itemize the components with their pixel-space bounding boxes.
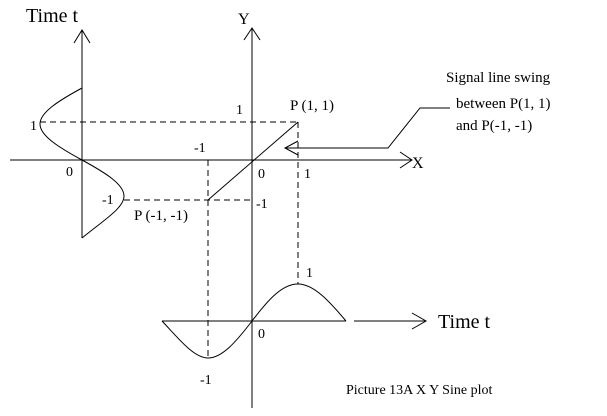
tick-left-one: 1 — [30, 119, 37, 134]
x-axis-arrowhead — [399, 151, 413, 169]
tick-x-neg-one: -1 — [194, 141, 206, 156]
bottom-time-axis-arrowhead — [411, 312, 428, 330]
left-time-axis-arrowhead — [73, 29, 91, 44]
tick-y-one: 1 — [236, 103, 243, 118]
left-sine-curve — [39, 87, 125, 239]
tick-origin: 0 — [258, 167, 265, 182]
y-axis-label: Y — [238, 11, 250, 28]
note-pointer-line — [285, 107, 450, 149]
tick-bottom-neg-one: -1 — [200, 373, 212, 388]
bottom-sine-curve — [161, 283, 347, 359]
note-line-2: between P(1, 1) — [456, 96, 551, 112]
tick-left-neg-one: -1 — [102, 193, 114, 208]
tick-y-neg-one: -1 — [256, 197, 268, 212]
left-time-label: Time t — [26, 5, 79, 27]
tick-x-one: 1 — [304, 167, 311, 182]
caption: Picture 13A X Y Sine plot — [346, 383, 492, 398]
signal-line — [207, 121, 299, 201]
y-axis-arrowhead — [243, 27, 261, 41]
tick-bottom-zero: 0 — [258, 327, 265, 342]
note-line-3: and P(-1, -1) — [456, 118, 532, 134]
point-positive-label: P (1, 1) — [290, 98, 334, 114]
x-axis-label: X — [412, 155, 424, 172]
tick-bottom-one: 1 — [306, 266, 313, 281]
note-line-1: Signal line swing — [446, 70, 551, 86]
tick-left-zero: 0 — [66, 165, 73, 180]
bottom-time-label: Time t — [438, 311, 491, 333]
note-pointer-arrowhead — [283, 140, 299, 156]
point-negative-label: P (-1, -1) — [134, 208, 188, 224]
